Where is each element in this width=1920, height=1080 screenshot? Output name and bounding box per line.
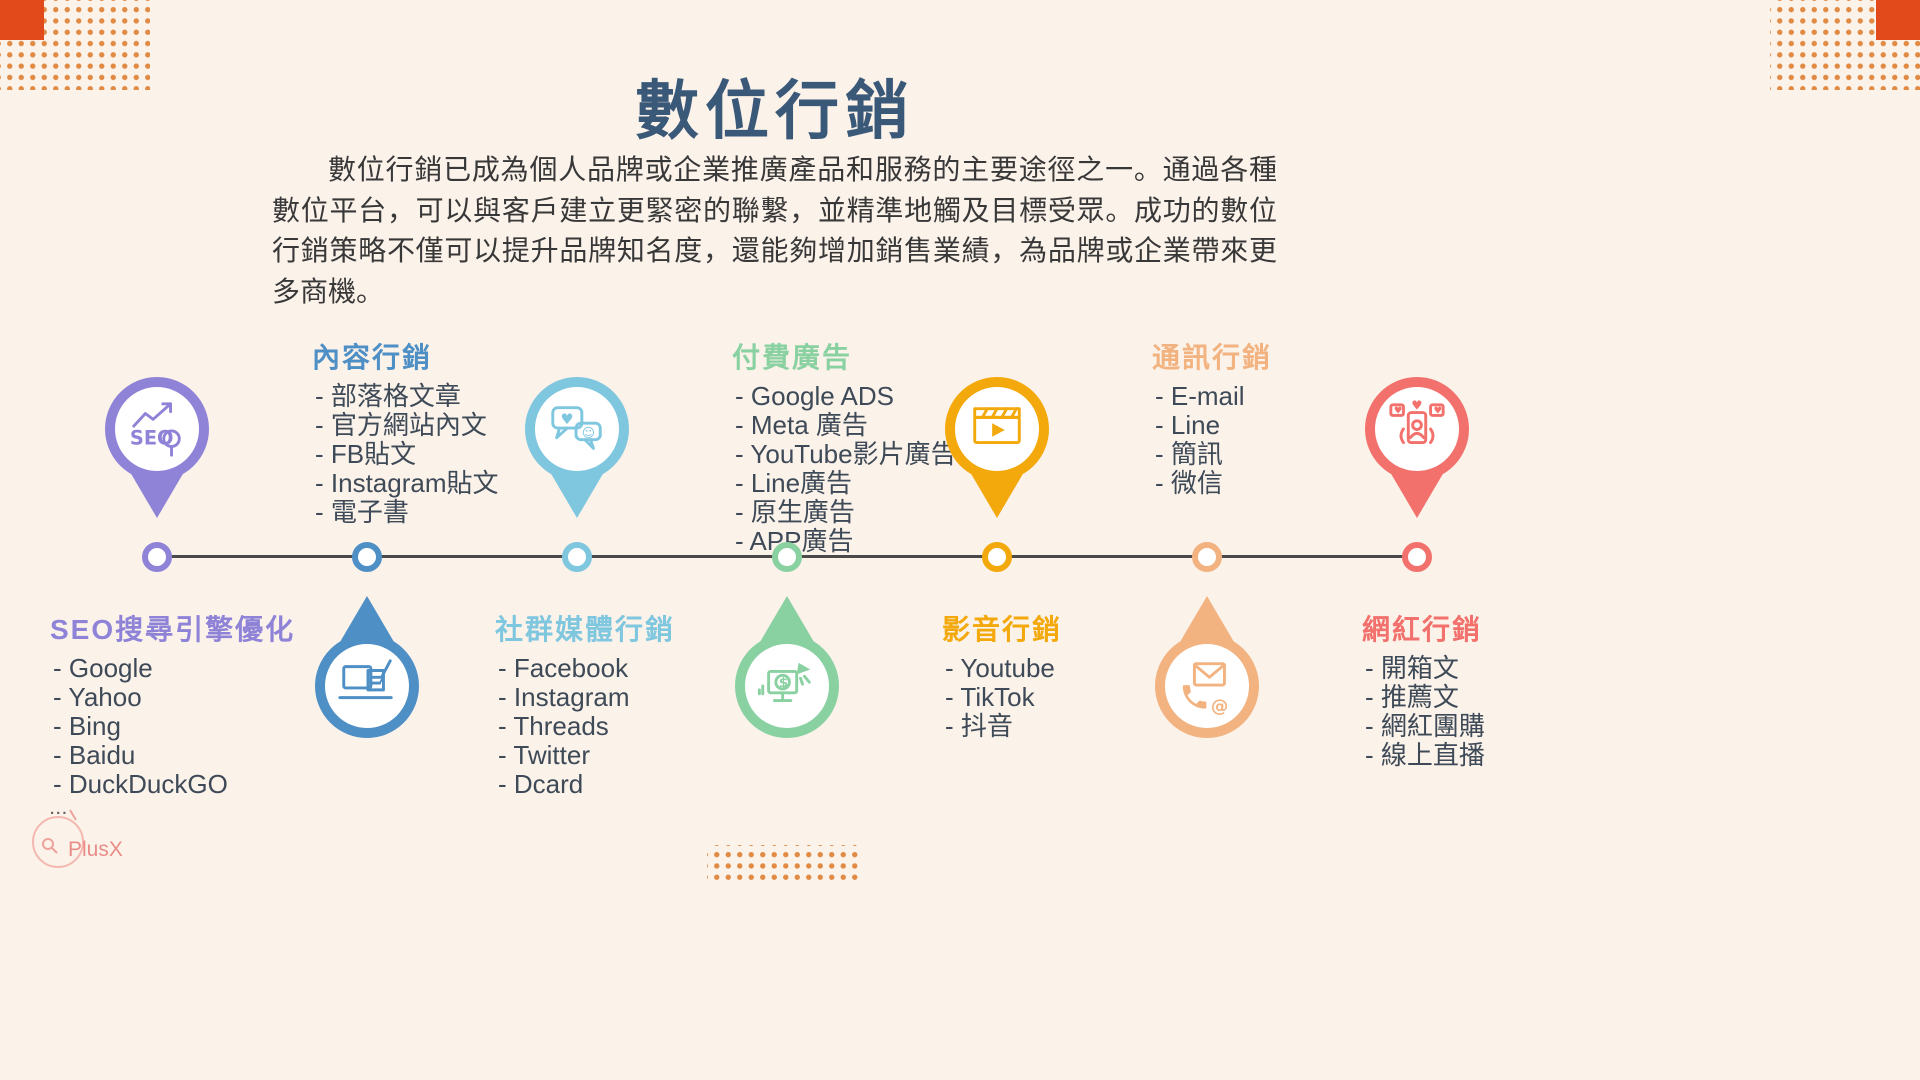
category-item: - Line廣告: [735, 468, 853, 498]
category-label: 付費廣告 - Google ADS- Meta 廣告- YouTube影片廣告-…: [732, 336, 992, 556]
category-item: - DuckDuckGO: [53, 769, 228, 799]
timeline-dot: [562, 542, 592, 572]
pin-circle: ♥ ☺: [525, 377, 629, 481]
timeline-dot: [1402, 542, 1432, 572]
category-item: - Dcard: [498, 769, 584, 799]
category-title: 社群媒體行銷: [495, 614, 676, 645]
category-title: SEO搜尋引擎優化: [50, 614, 296, 645]
category-item: - Baidu: [53, 740, 136, 770]
category-item: - 開箱文: [1365, 653, 1459, 683]
category-item: - Line: [1155, 410, 1221, 440]
corner-square-top-left: [0, 0, 44, 40]
chat-bubbles-icon: ♥ ☺: [546, 398, 608, 460]
corner-square-top-right: [1876, 0, 1920, 40]
category-pin: @: [1155, 593, 1259, 738]
category-item: - 微信: [1155, 468, 1223, 498]
category-label: 網紅行銷 - 開箱文- 推薦文- 網紅團購- 線上直播: [1362, 608, 1622, 770]
category-items: - Youtube- TikTok- 抖音: [942, 654, 1202, 741]
category-item: - Facebook: [498, 653, 629, 683]
category-item: - 線上直播: [1365, 740, 1485, 770]
category-items: - Google ADS- Meta 廣告- YouTube影片廣告- Line…: [732, 382, 992, 556]
svg-text:☺: ☺: [582, 425, 595, 440]
laptop-writing-icon: [336, 655, 398, 717]
category-item: - 簡訊: [1155, 439, 1223, 469]
svg-text:♥: ♥: [561, 412, 574, 428]
category-item: - Instagram: [498, 682, 630, 712]
category-items: - Google- Yahoo- Bing- Baidu- DuckDuckGO: [50, 654, 350, 799]
category-title: 通訊行銷: [1152, 342, 1273, 373]
page-title: 數位行銷: [635, 74, 915, 149]
category-item: - E-mail: [1155, 381, 1245, 411]
category-item: - 電子書: [315, 497, 409, 527]
pin-circle: $: [735, 634, 839, 738]
timeline-dot: [142, 542, 172, 572]
pin-circle: ♥ ♥ ♥: [1365, 377, 1469, 481]
pin-circle: [315, 634, 419, 738]
category-item: - FB貼文: [315, 439, 417, 469]
bottom-center-dots: [707, 845, 859, 880]
plusx-logo-mark: ...: [32, 801, 84, 868]
category-item: - Youtube: [945, 653, 1055, 683]
category-items: - 部落格文章- 官方網站內文- FB貼文- Instagram貼文- 電子書: [312, 382, 572, 527]
category-item: - Google ADS: [735, 381, 894, 411]
category-title: 內容行銷: [312, 342, 433, 373]
timeline-dot: [982, 542, 1012, 572]
category-item: - Bing: [53, 711, 121, 741]
pin-circle: @: [1155, 634, 1259, 738]
category-item: - 部落格文章: [315, 381, 461, 411]
influencer-phone-hearts-icon: ♥ ♥ ♥: [1386, 398, 1448, 460]
category-label: 影音行銷 - Youtube- TikTok- 抖音: [942, 608, 1202, 741]
category-title: 付費廣告: [732, 342, 853, 373]
intro-paragraph: 數位行銷已成為個人品牌或企業推廣產品和服務的主要途徑之一。通過各種數位平台，可以…: [272, 153, 1277, 308]
category-pin: SEO: [105, 377, 209, 522]
envelope-phone-icon: @: [1176, 655, 1238, 717]
plusx-logo: ... PlusX: [26, 798, 156, 878]
category-items: - Facebook- Instagram- Threads- Twitter-…: [495, 654, 755, 799]
category-item: - 抖音: [945, 711, 1013, 741]
category-item: - Instagram貼文: [315, 468, 499, 498]
timeline-dot: [772, 542, 802, 572]
category-items: - 開箱文- 推薦文- 網紅團購- 線上直播: [1362, 654, 1622, 770]
pin-circle: SEO: [105, 377, 209, 481]
megaphone-ads-monitor-icon: $: [756, 655, 818, 717]
category-pin: ♥ ♥ ♥: [1365, 377, 1469, 522]
svg-text:♥: ♥: [1394, 406, 1403, 417]
category-label: SEO搜尋引擎優化 - Google- Yahoo- Bing- Baidu- …: [50, 608, 350, 799]
category-item: - 原生廣告: [735, 497, 855, 527]
svg-text:@: @: [1211, 697, 1228, 717]
category-item: - Twitter: [498, 740, 590, 770]
logo-text: PlusX: [68, 838, 123, 861]
category-label: 內容行銷 - 部落格文章- 官方網站內文- FB貼文- Instagram貼文-…: [312, 336, 572, 527]
category-item: - Google: [53, 653, 153, 683]
seo-magnifier-chart-icon: SEO: [126, 398, 188, 460]
svg-text:♥: ♥: [1411, 398, 1422, 413]
category-item: - YouTube影片廣告: [735, 439, 957, 469]
category-pin: ♥ ☺: [525, 377, 629, 522]
svg-text:$: $: [779, 675, 788, 691]
category-item: - 推薦文: [1365, 682, 1459, 712]
category-item: - 網紅團購: [1365, 711, 1485, 741]
timeline-dot: [1192, 542, 1222, 572]
category-label: 社群媒體行銷 - Facebook- Instagram- Threads- T…: [495, 608, 755, 799]
svg-text:SEO: SEO: [130, 427, 174, 450]
category-items: - E-mail- Line- 簡訊- 微信: [1152, 382, 1412, 498]
category-label: 通訊行銷 - E-mail- Line- 簡訊- 微信: [1152, 336, 1412, 498]
category-pin: [945, 377, 1049, 522]
category-item: - Threads: [498, 711, 609, 741]
category-item: - TikTok: [945, 682, 1035, 712]
svg-text:♥: ♥: [1433, 406, 1442, 417]
clapperboard-play-icon: [966, 398, 1028, 460]
category-item: - 官方網站內文: [315, 410, 487, 440]
category-item: - Meta 廣告: [735, 410, 868, 440]
category-item: - Yahoo: [53, 682, 142, 712]
category-title: 影音行銷: [942, 614, 1063, 645]
category-pin: $: [735, 593, 839, 738]
category-pin: [315, 593, 419, 738]
svg-text:...: ...: [50, 801, 69, 818]
pin-circle: [945, 377, 1049, 481]
timeline-dot: [352, 542, 382, 572]
category-title: 網紅行銷: [1362, 614, 1483, 645]
